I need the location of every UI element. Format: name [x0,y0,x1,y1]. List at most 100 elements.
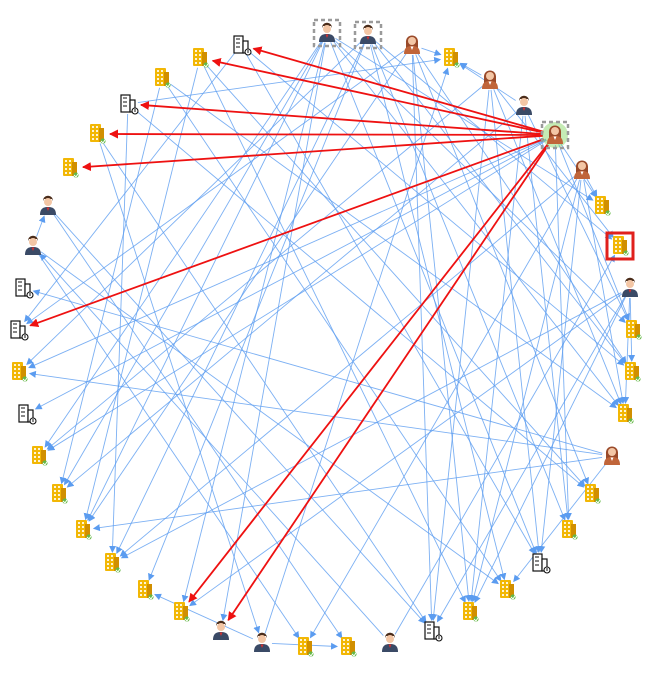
company-building-icon[interactable] [463,602,479,622]
graph-edge[interactable] [203,66,466,604]
graph-edge[interactable] [87,41,323,522]
graph-edge[interactable] [335,37,594,201]
company-building-icon[interactable] [585,484,601,504]
graph-edge[interactable] [220,42,326,622]
male-person-icon[interactable] [622,277,638,297]
outline-building-icon[interactable] [18,404,37,425]
graph-edge[interactable] [54,213,426,624]
highlighted-edge[interactable] [108,129,544,139]
graph-edge[interactable] [495,87,614,239]
highlighted-edge[interactable] [252,46,544,133]
company-building-icon[interactable] [138,580,154,600]
graph-edge[interactable] [622,297,631,405]
company-building-icon[interactable] [32,446,48,466]
graph-edge[interactable] [46,86,483,450]
graph-edge[interactable] [490,89,542,554]
highlighted-edge[interactable] [188,143,549,603]
graph-edge[interactable] [36,215,46,237]
male-person-icon[interactable] [382,632,398,652]
company-building-icon[interactable] [562,520,578,540]
company-building-icon[interactable] [341,637,357,657]
female-person-icon[interactable] [404,35,420,55]
graph-edge[interactable] [459,62,482,76]
graph-edge[interactable] [474,296,626,604]
female-person-icon[interactable] [574,160,590,180]
graph-edge[interactable] [59,87,161,485]
company-building-icon[interactable] [500,580,516,600]
male-person-icon[interactable] [213,620,229,640]
highlighted-edge[interactable] [81,134,544,172]
graph-edge[interactable] [109,113,129,554]
graph-edge[interactable] [538,179,582,554]
graph-edge[interactable] [26,50,405,325]
graph-edge[interactable] [119,176,575,557]
graph-edge[interactable] [135,110,585,488]
outline-building-icon[interactable] [120,94,139,115]
graph-edge[interactable] [120,292,622,559]
graph-edge[interactable] [92,456,603,532]
male-person-icon[interactable] [353,20,383,50]
graph-edge[interactable] [38,254,300,639]
graph-edge[interactable] [88,53,407,522]
graph-edge[interactable] [554,144,572,521]
graph-edge[interactable] [470,179,580,603]
graph-edge[interactable] [248,51,625,366]
company-building-icon[interactable] [76,520,92,540]
graph-edge[interactable] [39,253,384,636]
graph-edge[interactable] [245,53,536,555]
male-person-icon[interactable] [254,632,270,652]
graph-edge[interactable] [206,65,586,487]
graph-edge[interactable] [40,251,499,585]
graph-edge[interactable] [493,89,622,405]
highlighted-edge[interactable] [29,138,545,328]
company-building-icon[interactable] [444,48,460,68]
graph-edge[interactable] [513,463,607,583]
highlighted-edge[interactable] [211,58,544,134]
company-building-icon[interactable] [52,484,68,504]
graph-edge[interactable] [44,41,322,448]
company-building-icon[interactable] [618,404,634,424]
graph-edge[interactable] [32,289,603,454]
company-building-icon[interactable] [12,362,28,382]
outline-building-icon[interactable] [10,320,29,341]
graph-edge[interactable] [558,144,630,321]
graph-edge[interactable] [169,83,617,409]
graph-edge[interactable] [436,296,626,623]
female-person-icon[interactable] [540,120,570,150]
graph-edge[interactable] [53,214,343,639]
graph-edge[interactable] [28,138,547,369]
graph-edge[interactable] [189,293,623,607]
female-person-icon[interactable] [482,70,498,90]
male-person-icon[interactable] [312,18,342,48]
company-building-icon[interactable] [625,362,641,382]
company-building-icon[interactable] [605,231,635,261]
graph-edge[interactable] [181,42,325,603]
graph-edge[interactable] [154,593,254,640]
graph-edge[interactable] [394,254,615,635]
graph-edge[interactable] [99,143,261,634]
company-building-icon[interactable] [193,48,209,68]
company-building-icon[interactable] [595,196,611,216]
company-building-icon[interactable] [174,602,190,622]
male-person-icon[interactable] [516,95,532,115]
company-building-icon[interactable] [298,637,314,657]
graph-edge[interactable] [332,40,619,407]
outline-building-icon[interactable] [233,35,252,56]
graph-edge[interactable] [28,370,603,456]
graph-edge[interactable] [524,115,571,521]
graph-edge[interactable] [137,56,442,104]
graph-edge[interactable] [264,67,450,634]
male-person-icon[interactable] [25,235,41,255]
company-building-icon[interactable] [90,124,106,144]
graph-edge[interactable] [26,41,362,366]
male-person-icon[interactable] [40,195,56,215]
graph-edge[interactable] [583,179,626,405]
highlighted-edge[interactable] [139,101,544,136]
highlighted-edge[interactable] [227,144,550,622]
graph-edge[interactable] [102,142,427,623]
graph-edge[interactable] [34,139,547,410]
graph-edge[interactable] [66,112,517,488]
outline-building-icon[interactable] [532,553,551,574]
female-person-icon[interactable] [604,446,620,466]
